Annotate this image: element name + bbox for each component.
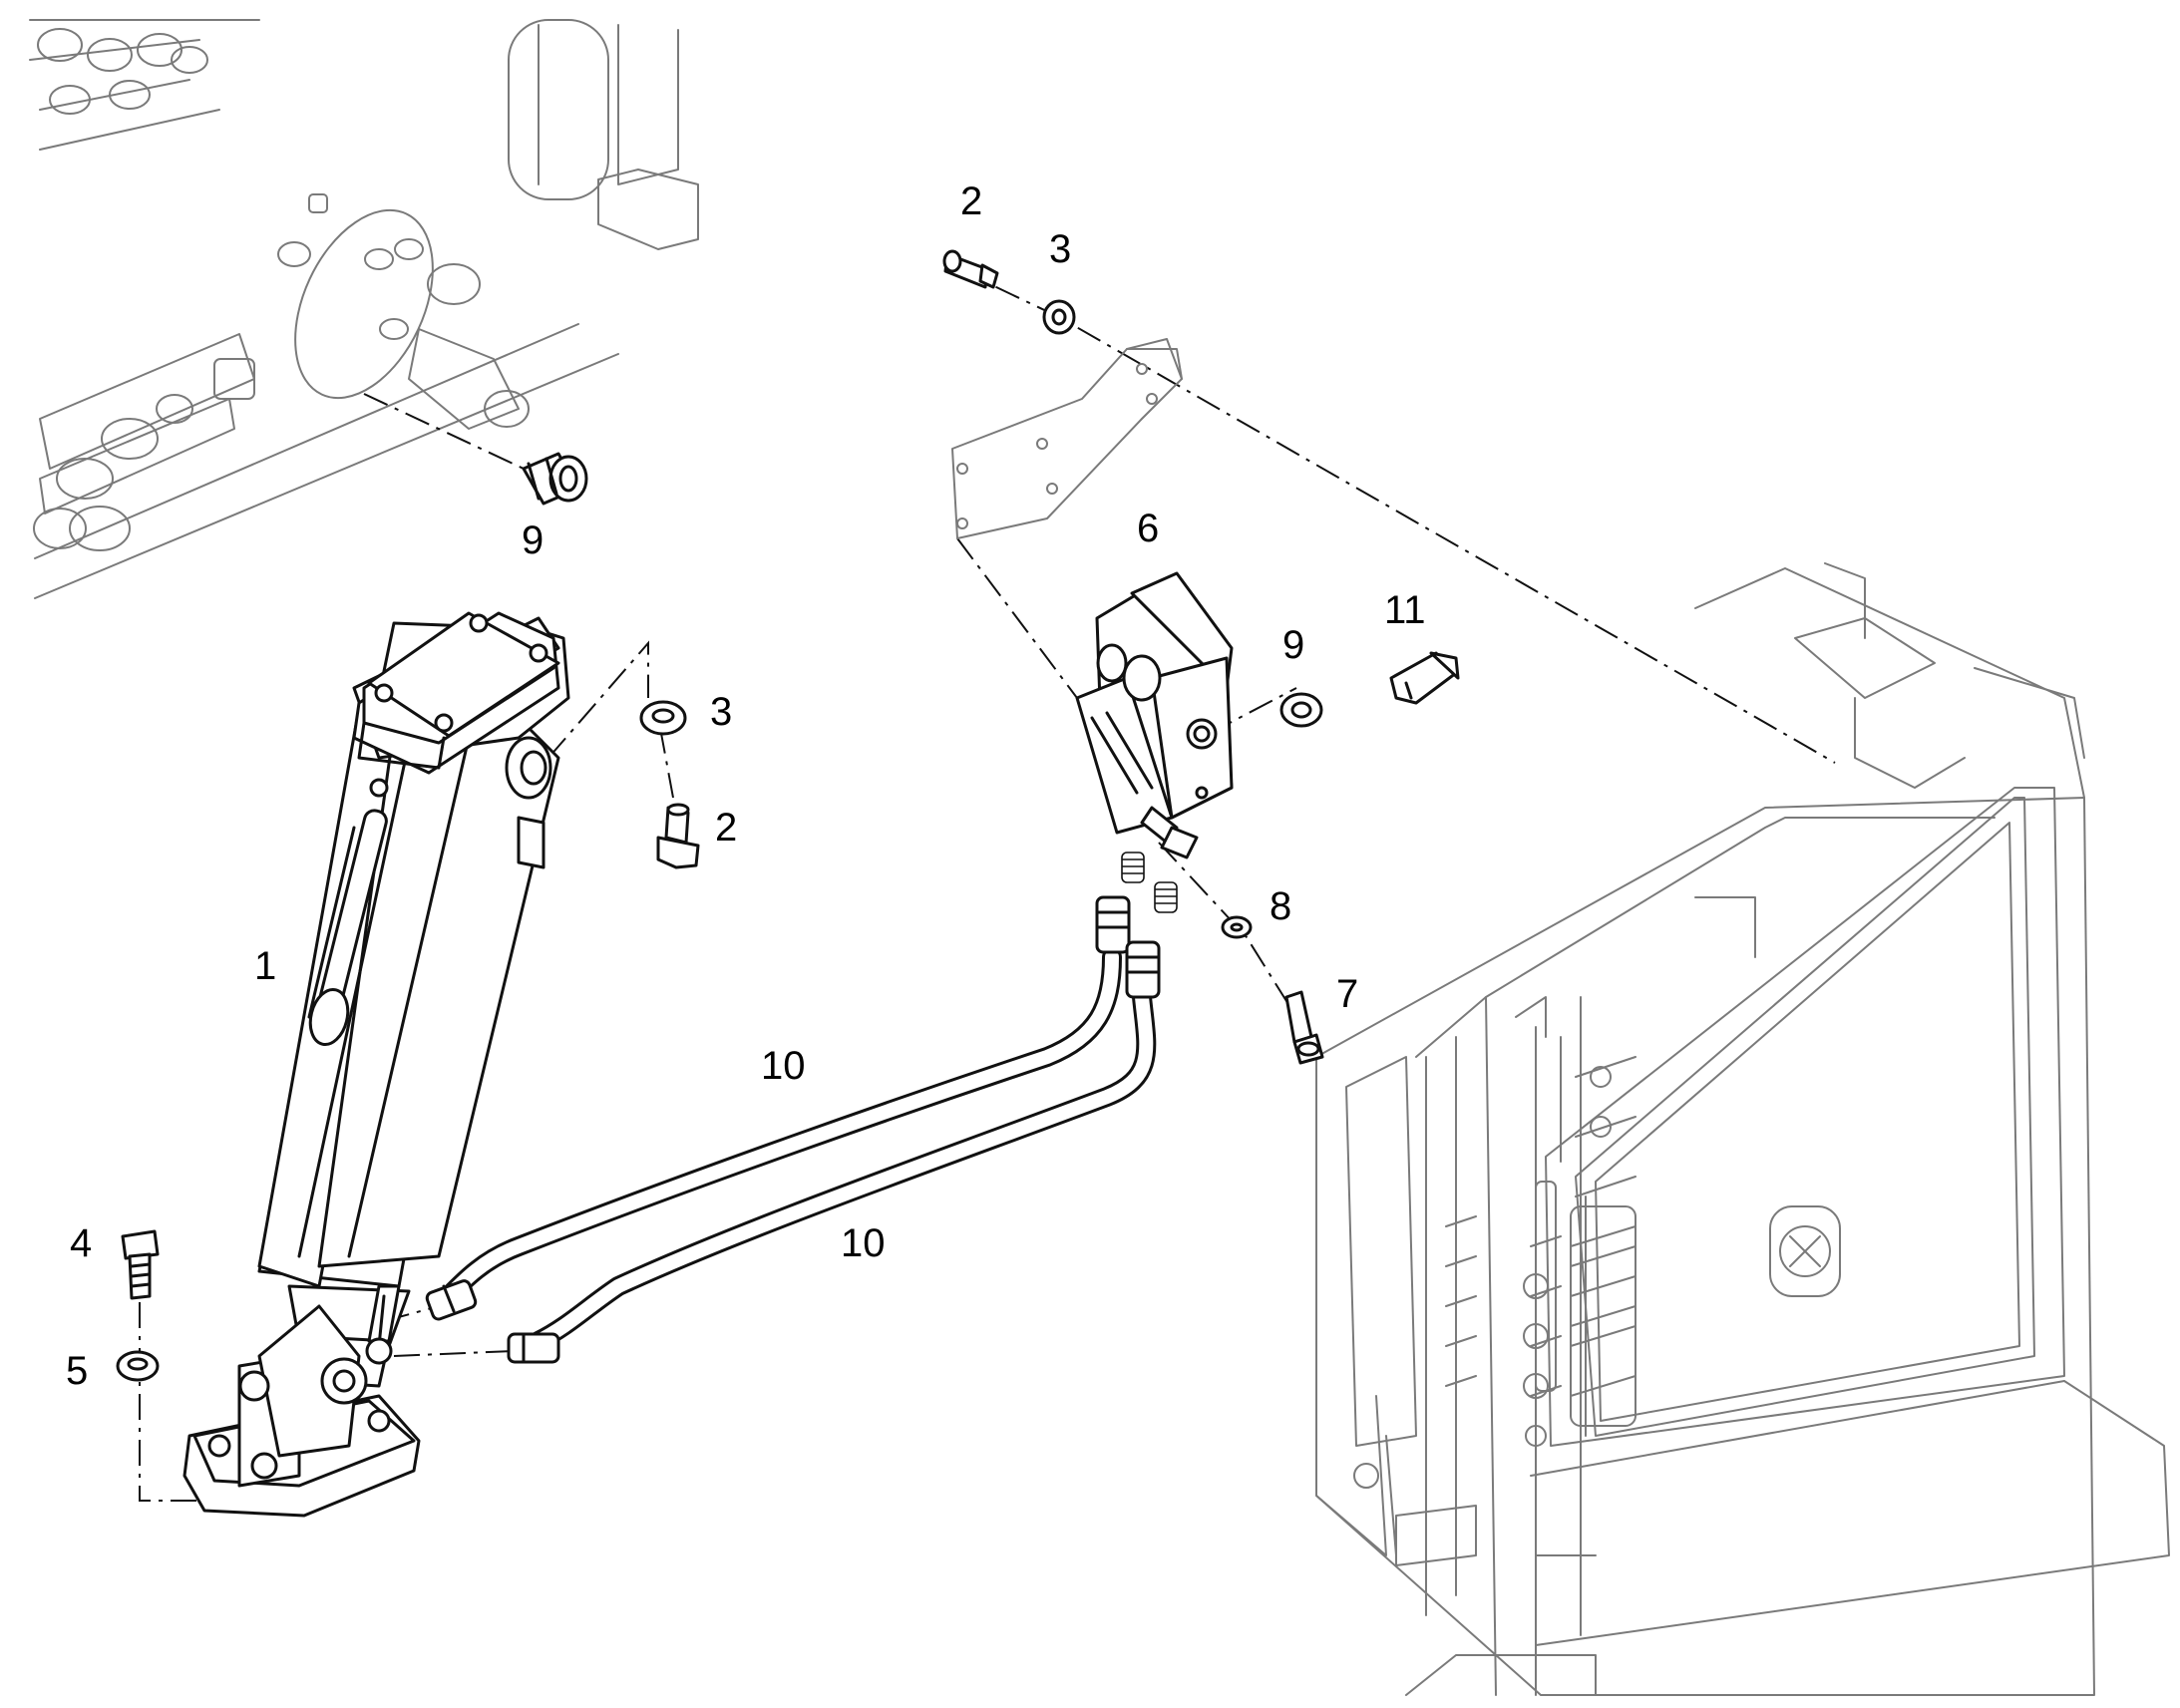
label-item-6: 6	[1137, 507, 1159, 550]
label-item-3-mid: 3	[710, 690, 732, 734]
part-1-mounting-plate	[352, 611, 560, 775]
part-9-upper-fitting	[522, 452, 588, 506]
label-item-10-upper: 10	[761, 1044, 806, 1088]
label-item-9-right: 9	[1282, 623, 1304, 667]
label-item-11: 11	[1384, 588, 1426, 632]
valve-mounting-bracket	[951, 338, 1183, 539]
part-4-bolt	[121, 1229, 160, 1300]
label-item-1: 1	[254, 944, 276, 988]
part-3-washer-mid	[639, 700, 687, 736]
part-3-washer-top	[1042, 299, 1076, 335]
label-item-9-upper: 9	[522, 518, 544, 562]
label-item-3-top: 3	[1049, 227, 1071, 271]
leader-lines	[139, 266, 1836, 1502]
callout-labels: 2 3 9 6 11 9 3 2 8 7 1 10 10 4 5	[66, 179, 1426, 1393]
label-item-2-top: 2	[960, 179, 982, 223]
background-valve-block	[29, 19, 699, 599]
part-5-washer	[116, 1350, 160, 1382]
hose-end-fittings	[1121, 852, 1178, 913]
part-2-bolt-top	[942, 249, 999, 289]
part-7-bolt	[1284, 990, 1324, 1065]
part-10-hose-upper	[425, 895, 1131, 1321]
part-8-washer	[1221, 915, 1253, 939]
part-6-valve	[1075, 571, 1234, 859]
label-item-2-mid: 2	[715, 806, 737, 850]
label-item-5: 5	[66, 1349, 88, 1393]
label-item-10-lower: 10	[841, 1221, 886, 1265]
part-9-fitting-right	[1279, 692, 1323, 728]
label-item-8: 8	[1270, 884, 1291, 928]
part-11-elbow-fitting	[1389, 651, 1460, 705]
part-1-base-bracket	[182, 1304, 421, 1518]
background-access-door	[1575, 797, 2035, 1437]
part-10-hose-lower	[507, 940, 1161, 1364]
part-2-bolt-mid	[656, 803, 700, 869]
background-frame	[1315, 562, 2170, 1696]
label-item-4: 4	[70, 1221, 92, 1265]
label-item-7: 7	[1336, 972, 1358, 1016]
